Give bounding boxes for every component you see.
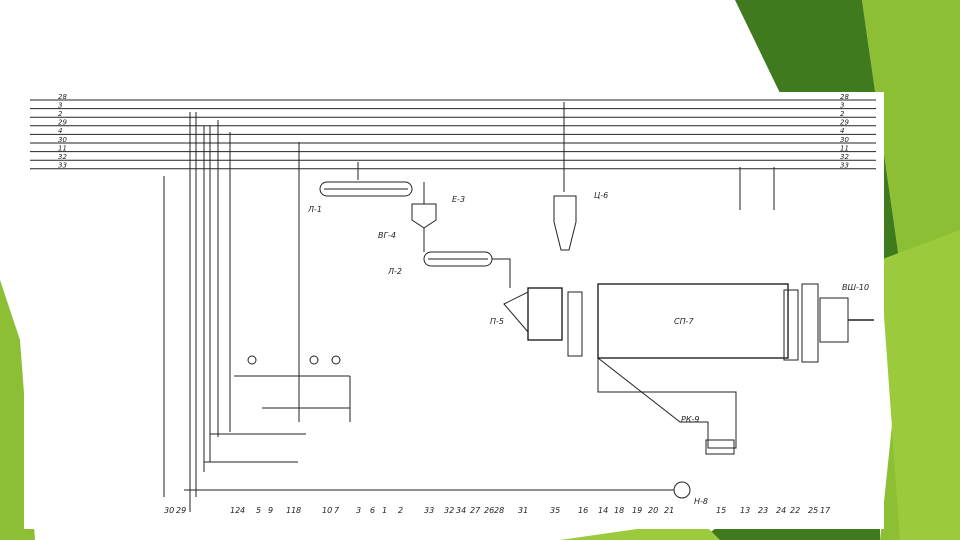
callout-number: 28 [494, 506, 504, 515]
header-label-left: 33 [58, 162, 67, 170]
callout-number: 5 [256, 506, 261, 515]
callout-number: 24 [776, 506, 786, 515]
callout-number: 18 [614, 506, 624, 515]
l2-coil: Л-2 [387, 228, 511, 288]
callout-number: 16 [578, 506, 588, 515]
callout-number: 8 [296, 506, 301, 515]
callout-number: 2 [398, 506, 403, 515]
callout-number: 20 [648, 506, 658, 515]
label-l2: Л-2 [387, 267, 402, 276]
vertical-drops [163, 102, 775, 512]
callout-number: 31 [518, 506, 528, 515]
c6-cyclone: Ц-6 [553, 191, 608, 251]
header-label-left: 29 [58, 119, 67, 127]
valve-manifold [204, 355, 351, 463]
callout-number: 10 [322, 506, 332, 515]
callout-number: 11 [286, 506, 296, 515]
label-p5: П-5 [490, 317, 504, 326]
header-label-left: 2 [58, 110, 63, 118]
l1-coil: Л-1 [307, 162, 413, 214]
callout-number: 21 [664, 506, 674, 515]
label-n8: Н-8 [694, 497, 708, 506]
label-vsh10: ВШ-10 [842, 283, 869, 292]
header-label-left: 11 [58, 144, 67, 152]
label-sp7: СП-7 [674, 317, 694, 326]
callout-number: 6 [370, 506, 375, 515]
callout-number: 27 [470, 506, 481, 515]
callout-number: 3 [356, 506, 361, 515]
callout-number: 32 [444, 506, 454, 515]
callout-number: 35 [550, 506, 560, 515]
header-label-right: 30 [840, 136, 849, 144]
callout-number: 15 [716, 506, 726, 515]
p5-furnace: П-5 [490, 287, 563, 341]
label-e3: Е-3 [452, 195, 465, 204]
callout-number: 19 [632, 506, 642, 515]
callout-number: 33 [424, 506, 434, 515]
callout-number: 34 [456, 506, 466, 515]
callout-number: 14 [598, 506, 608, 515]
rk9-chamber: РК-9 [597, 356, 737, 455]
label-l1: Л-1 [307, 205, 322, 214]
header-label-right: 32 [840, 153, 849, 161]
callout-number: 7 [334, 506, 340, 515]
callout-number: 23 [758, 506, 768, 515]
callout-number: 9 [268, 506, 273, 515]
label-c6: Ц-6 [594, 191, 608, 200]
header-label-right: 33 [840, 162, 849, 170]
header-label-left: 28 [58, 93, 67, 101]
header-label-right: 4 [840, 127, 844, 135]
n8-pump: Н-8 [184, 481, 708, 506]
header-label-right: 2 [840, 110, 845, 118]
header-label-left: 4 [58, 127, 62, 135]
label-rk9: РК-9 [681, 415, 699, 424]
header-label-right: 3 [840, 101, 844, 109]
header-label-right: 11 [840, 144, 849, 152]
label-vg4: ВГ-4 [378, 231, 396, 240]
callout-number: 1 [382, 506, 387, 515]
green-shape-right-light [880, 230, 960, 540]
header-label-left: 30 [58, 136, 67, 144]
callout-number: 29 [176, 506, 186, 515]
callout-number: 22 [790, 506, 800, 515]
callout-number: 13 [740, 506, 750, 515]
header-label-right: 29 [840, 119, 849, 127]
callout-number: 30 [164, 506, 174, 515]
header-label-left: 3 [58, 101, 62, 109]
callout-number: 12 [230, 506, 240, 515]
e3-vessel: Е-3 ВГ-4 [378, 182, 465, 240]
callout-number: 26 [484, 506, 494, 515]
callout-number: 25 [808, 506, 818, 515]
callout-number: 17 [820, 506, 831, 515]
sp7-drum-dryer: СП-7 [567, 283, 799, 361]
vsh10-fan: ВШ-10 [801, 283, 874, 363]
header-label-left: 32 [58, 153, 67, 161]
header-label-right: 28 [840, 93, 849, 101]
callout-number: 4 [240, 506, 245, 515]
